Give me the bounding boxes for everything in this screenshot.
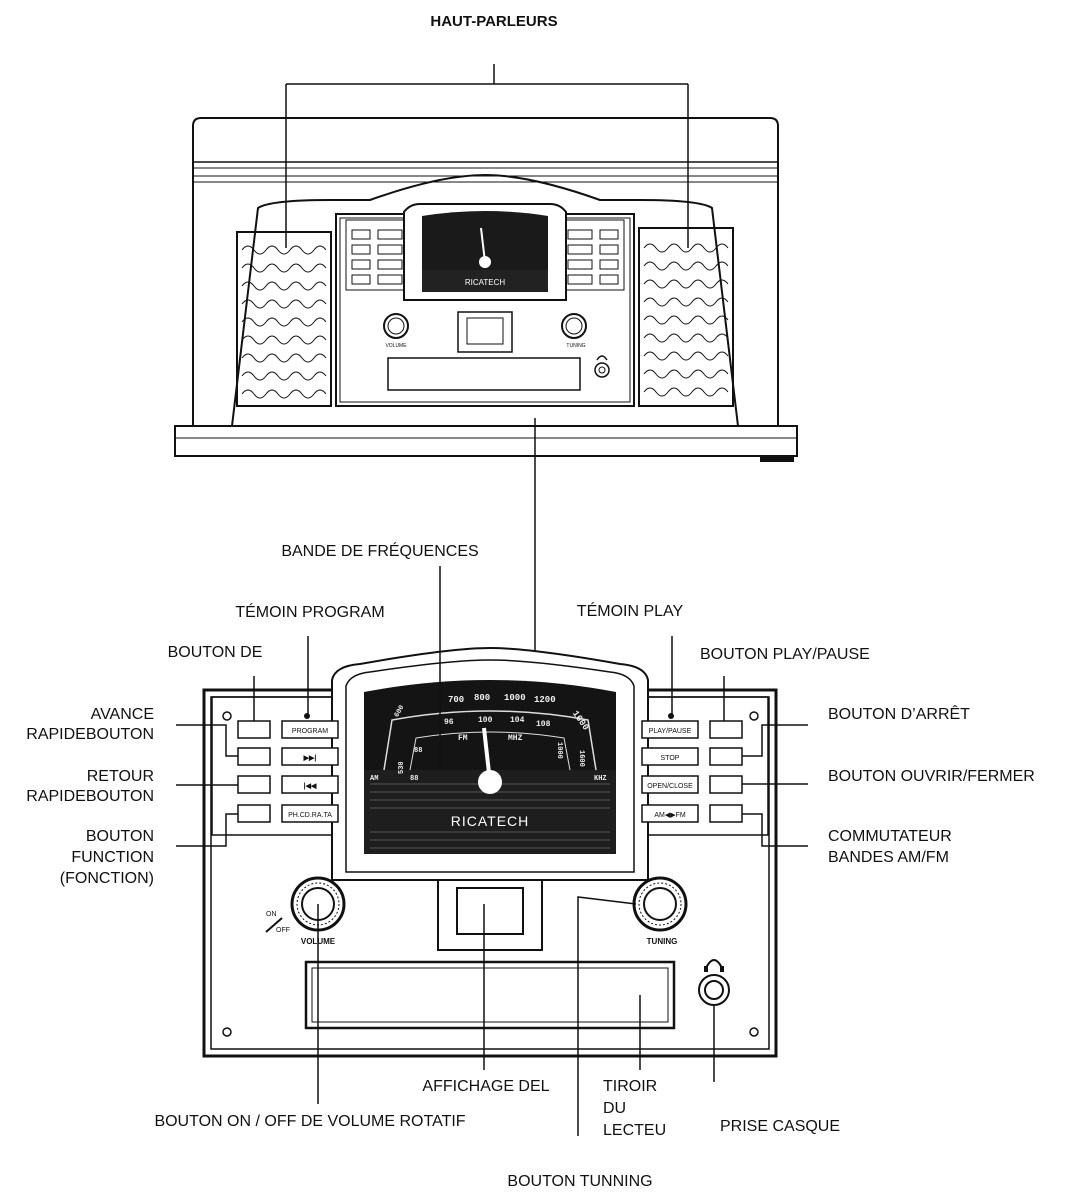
play-indicator-led xyxy=(668,713,674,719)
function-button[interactable] xyxy=(281,804,339,823)
open-close-square-button[interactable] xyxy=(709,775,743,794)
label-speakers: HAUT-PARLEURS xyxy=(430,13,558,30)
label-tuning-knob: BOUTON TUNNING xyxy=(507,1173,653,1190)
stop-button-label: STOP xyxy=(661,755,680,762)
label-band-switch-2: BANDES AM/FM xyxy=(828,849,949,866)
dial-fm-1: 100 xyxy=(478,716,493,725)
disc-drawer[interactable] xyxy=(304,960,676,1030)
small-brand: RICATECH xyxy=(465,278,506,287)
front-panel-detail: RICATECH 700 800 1000 1200 1600 96 100 1… xyxy=(202,646,778,1058)
left-speaker-grille xyxy=(236,231,332,407)
rewind-square-button[interactable] xyxy=(237,775,271,794)
open-close-button[interactable] xyxy=(641,775,699,794)
label-band-switch-1: COMMUTATEUR xyxy=(828,828,952,845)
program-button-label: PROGRAM xyxy=(292,728,328,735)
right-button-cluster: PLAY/PAUSE STOP OPEN/CLOSE AM◀▶FM xyxy=(641,711,759,823)
led-display xyxy=(456,887,524,935)
fast-forward-button-label: ▶▶| xyxy=(303,755,317,762)
dial-fm-3: 108 xyxy=(536,720,551,729)
dial-fm-label: FM xyxy=(458,734,468,743)
label-drawer-1: TIROIR xyxy=(603,1078,658,1095)
dial-mhz-label: MHZ xyxy=(508,734,523,743)
label-play-indicator: TÉMOIN PLAY xyxy=(576,603,684,620)
tuning-knob[interactable] xyxy=(632,876,688,932)
play-pause-button[interactable] xyxy=(641,720,699,739)
band-switch-square-button[interactable] xyxy=(709,804,743,823)
label-program-indicator: TÉMOIN PROGRAM xyxy=(235,604,385,621)
label-play-pause-button: BOUTON PLAY/PAUSE xyxy=(700,646,870,663)
label-volume-knob: BOUTON ON / OFF DE VOLUME ROTATIF xyxy=(154,1113,466,1130)
led-display-housing xyxy=(437,879,543,951)
callout-lines xyxy=(176,566,808,1136)
fast-forward-square-button[interactable] xyxy=(237,747,271,766)
dial-right-2: 88 xyxy=(414,747,422,755)
open-close-button-label: OPEN/CLOSE xyxy=(647,783,693,790)
fast-forward-button[interactable] xyxy=(281,747,339,766)
label-function-2: FUNCTION xyxy=(71,849,154,866)
label-rewind-2: RAPIDEBOUTON xyxy=(26,788,154,805)
right-speaker-grille xyxy=(638,227,734,407)
speaker-callout-lines xyxy=(285,64,689,662)
dial-left-2: 88 xyxy=(410,775,418,783)
label-program-button: BOUTON DE xyxy=(167,644,263,661)
label-fast-forward-2: RAPIDEBOUTON xyxy=(26,726,154,743)
play-pause-button-label: PLAY/PAUSE xyxy=(649,728,692,735)
brand-logo: RICATECH xyxy=(451,813,530,829)
label-frequency-band: BANDE DE FRÉQUENCES xyxy=(281,543,479,560)
play-pause-square-button[interactable] xyxy=(709,720,743,739)
label-drawer-2: DU xyxy=(603,1100,627,1117)
dial-left-1: 530 xyxy=(398,761,406,774)
small-volume-label: VOLUME xyxy=(385,343,407,349)
rewind-button[interactable] xyxy=(281,775,339,794)
dial-fm-0: 96 xyxy=(444,718,454,727)
tuning-knob-label: TUNING xyxy=(647,937,678,946)
function-square-button[interactable] xyxy=(237,804,271,823)
dial-fm-2: 104 xyxy=(510,716,525,725)
program-square-button[interactable] xyxy=(237,720,271,739)
dial-khz-label: KHZ xyxy=(594,775,607,783)
small-tuning-label: TUNING xyxy=(566,343,585,349)
dial-needle-hub xyxy=(478,770,502,794)
label-led-display: AFFICHAGE DEL xyxy=(422,1078,550,1095)
label-headphone-jack: PRISE CASQUE xyxy=(720,1118,841,1135)
left-button-cluster: PROGRAM ▶▶| |◀◀ PH.CD.RA.TA xyxy=(222,711,339,823)
band-switch-button[interactable] xyxy=(641,804,699,823)
power-on-mark: ON xyxy=(266,911,277,918)
label-fast-forward-1: AVANCE xyxy=(90,706,154,723)
power-off-mark: OFF xyxy=(276,927,290,934)
label-drawer-3: LECTEU xyxy=(603,1122,667,1139)
headphone-jack[interactable] xyxy=(698,959,730,1006)
rewind-button-label: |◀◀ xyxy=(304,783,317,790)
dial-am-label: AM xyxy=(370,775,378,783)
label-function-1: BOUTON xyxy=(85,828,154,845)
program-indicator-led xyxy=(304,713,310,719)
dial-top-0: 700 xyxy=(448,695,464,705)
dial-top-1: 800 xyxy=(474,693,490,703)
program-button[interactable] xyxy=(281,720,339,739)
dial-top-2: 1000 xyxy=(504,693,526,703)
band-switch-button-label: AM◀▶FM xyxy=(654,812,686,819)
dial-right-1: 1000 xyxy=(555,742,563,759)
dial-right-0: 1600 xyxy=(577,750,585,767)
function-button-label: PH.CD.RA.TA xyxy=(288,812,332,819)
label-rewind-1: RETOUR xyxy=(86,768,154,785)
label-stop-button: BOUTON D’ARRÊT xyxy=(828,706,970,723)
unit-overview: RICATECH VOLUME TUNING xyxy=(174,117,798,462)
dial-top-3: 1200 xyxy=(534,695,556,705)
label-function-3: (FONCTION) xyxy=(59,870,154,887)
stop-button[interactable] xyxy=(641,747,699,766)
stop-square-button[interactable] xyxy=(709,747,743,766)
label-open-close-button: BOUTON OUVRIR/FERMER xyxy=(828,768,1035,785)
